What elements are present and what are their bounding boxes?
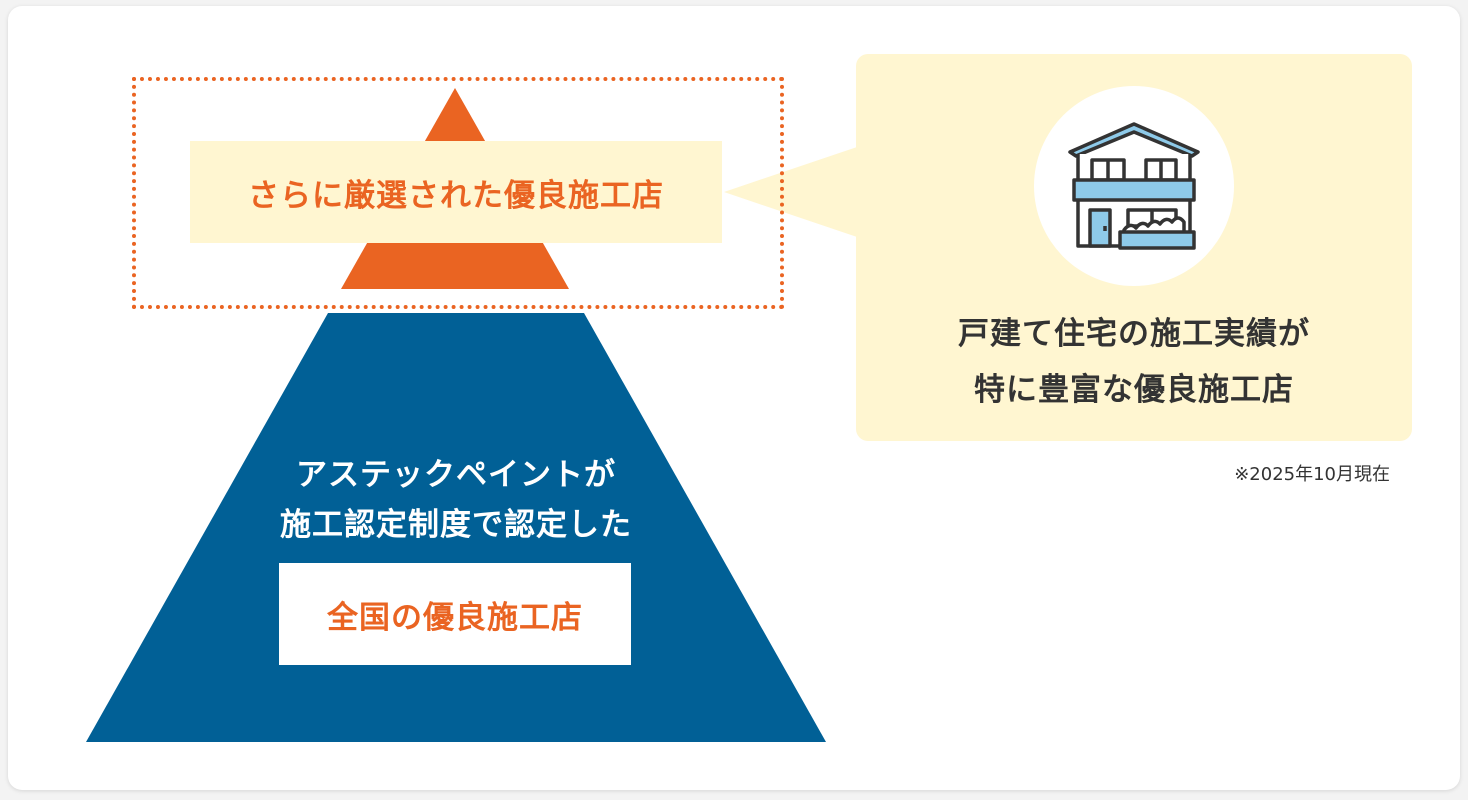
base-tier-description-line-1: アステックペイントが bbox=[296, 457, 616, 493]
callout-text-line-1: 戸建て住宅の施工実績が bbox=[958, 316, 1310, 352]
date-note: ※2025年10月現在 bbox=[1234, 464, 1390, 485]
base-tier-description: アステックペイントが 施工認定制度で認定した bbox=[206, 450, 706, 550]
top-tier-highlight-frame bbox=[132, 77, 784, 309]
house-icon bbox=[1068, 122, 1200, 250]
callout-text-line-2: 特に豊富な優良施工店 bbox=[974, 372, 1294, 408]
callout-pointer bbox=[724, 146, 860, 238]
base-tier-description-line-2: 施工認定制度で認定した bbox=[280, 507, 632, 543]
base-tier-label: 全国の優良施工店 bbox=[279, 563, 631, 665]
callout-text: 戸建て住宅の施工実績が 特に豊富な優良施工店 bbox=[856, 306, 1412, 418]
base-tier-trapezoid bbox=[86, 313, 826, 742]
top-tier-label: さらに厳選された優良施工店 bbox=[190, 141, 722, 243]
